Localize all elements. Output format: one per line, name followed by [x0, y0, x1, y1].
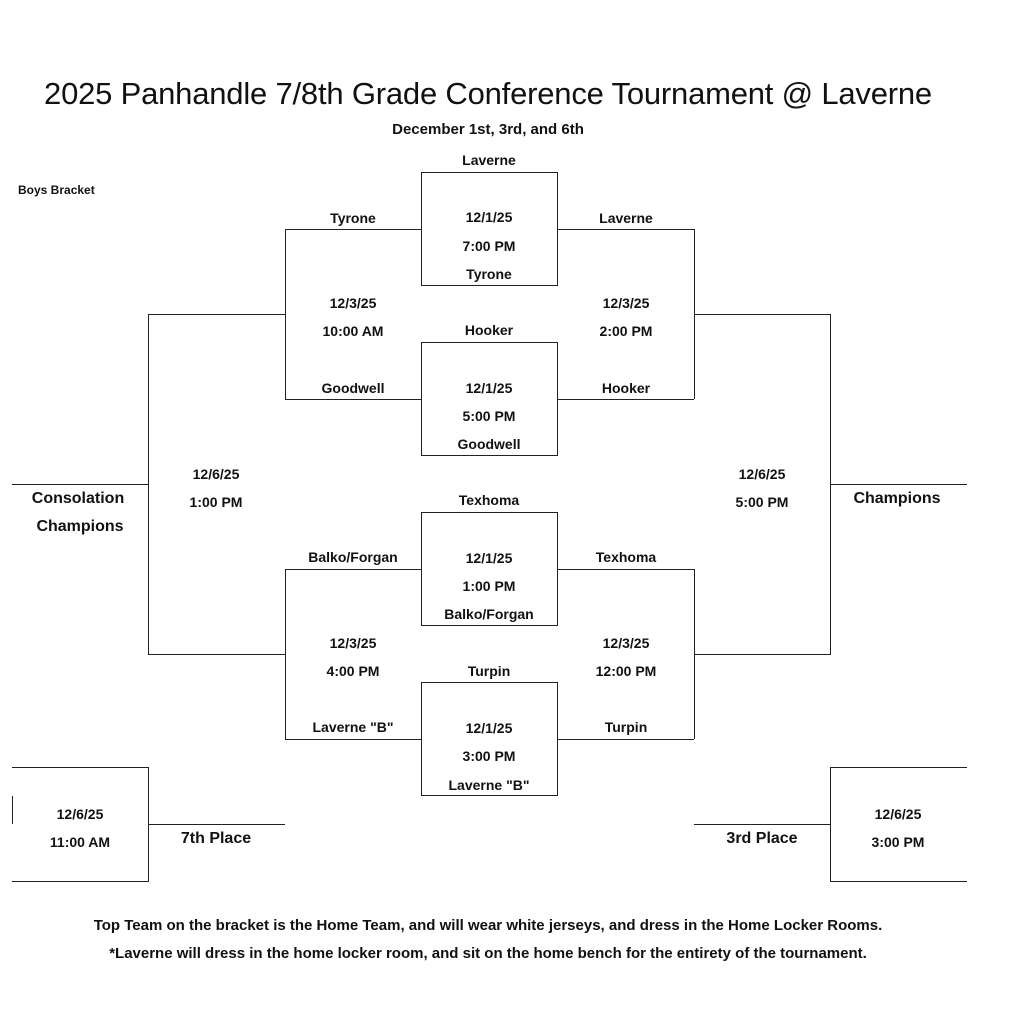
team-label: Balko/Forgan: [444, 606, 534, 622]
team-label: Tyrone: [466, 266, 512, 282]
bracket-label: Boys Bracket: [18, 183, 95, 197]
game-time: 3:00 PM: [462, 748, 516, 764]
team-label: Hooker: [464, 322, 514, 338]
game-time: 5:00 PM: [462, 408, 516, 424]
team-label: Tyrone: [330, 210, 376, 226]
page-subtitle: December 1st, 3rd, and 6th: [392, 121, 584, 138]
game-date: 12/1/25: [465, 380, 513, 396]
team-label: Laverne: [462, 152, 516, 168]
consolation-champions-label: Consolation: [31, 490, 125, 507]
game-date: 12/1/25: [465, 209, 513, 225]
game-date: 12/6/25: [192, 466, 240, 482]
laverne-note: *Laverne will dress in the home locker r…: [109, 945, 867, 962]
game-date: 12/6/25: [738, 466, 786, 482]
team-label: Laverne "B": [448, 777, 530, 793]
game-date: 12/1/25: [465, 720, 513, 736]
team-label: Texhoma: [458, 492, 520, 508]
game-time: 5:00 PM: [735, 494, 789, 510]
game-date: 12/6/25: [56, 806, 104, 822]
game-box-2: [421, 342, 558, 456]
game-date: 12/1/25: [465, 550, 513, 566]
game-time: 11:00 AM: [49, 834, 111, 850]
game-date: 12/3/25: [329, 295, 377, 311]
team-label: Laverne: [599, 210, 653, 226]
team-label: Laverne "B": [312, 719, 394, 735]
consolation-champions-label: Champions: [36, 518, 124, 535]
team-label: Texhoma: [595, 549, 657, 565]
third-place-label: 3rd Place: [726, 830, 798, 847]
game-time: 4:00 PM: [326, 663, 380, 679]
game-time: 3:00 PM: [871, 834, 925, 850]
game-time: 2:00 PM: [599, 323, 653, 339]
game-date: 12/3/25: [329, 635, 377, 651]
game-date: 12/3/25: [602, 635, 650, 651]
team-label: Turpin: [467, 663, 511, 679]
game-time: 1:00 PM: [189, 494, 243, 510]
team-label: Hooker: [601, 380, 651, 396]
home-team-note: Top Team on the bracket is the Home Team…: [93, 917, 883, 934]
game-time: 1:00 PM: [462, 578, 516, 594]
game-time: 7:00 PM: [462, 238, 516, 254]
team-label: Goodwell: [321, 380, 385, 396]
game-box-4: [421, 682, 558, 796]
game-time: 10:00 AM: [322, 323, 384, 339]
champions-label: Champions: [853, 490, 941, 507]
game-time: 12:00 PM: [595, 663, 657, 679]
page-title: 2025 Panhandle 7/8th Grade Conference To…: [44, 76, 932, 111]
game-box-3: [421, 512, 558, 626]
team-label: Balko/Forgan: [308, 549, 398, 565]
game-date: 12/3/25: [602, 295, 650, 311]
game-box-1: [421, 172, 558, 286]
team-label: Turpin: [604, 719, 648, 735]
team-label: Goodwell: [457, 436, 521, 452]
game-date: 12/6/25: [874, 806, 922, 822]
seventh-place-label: 7th Place: [180, 830, 252, 847]
